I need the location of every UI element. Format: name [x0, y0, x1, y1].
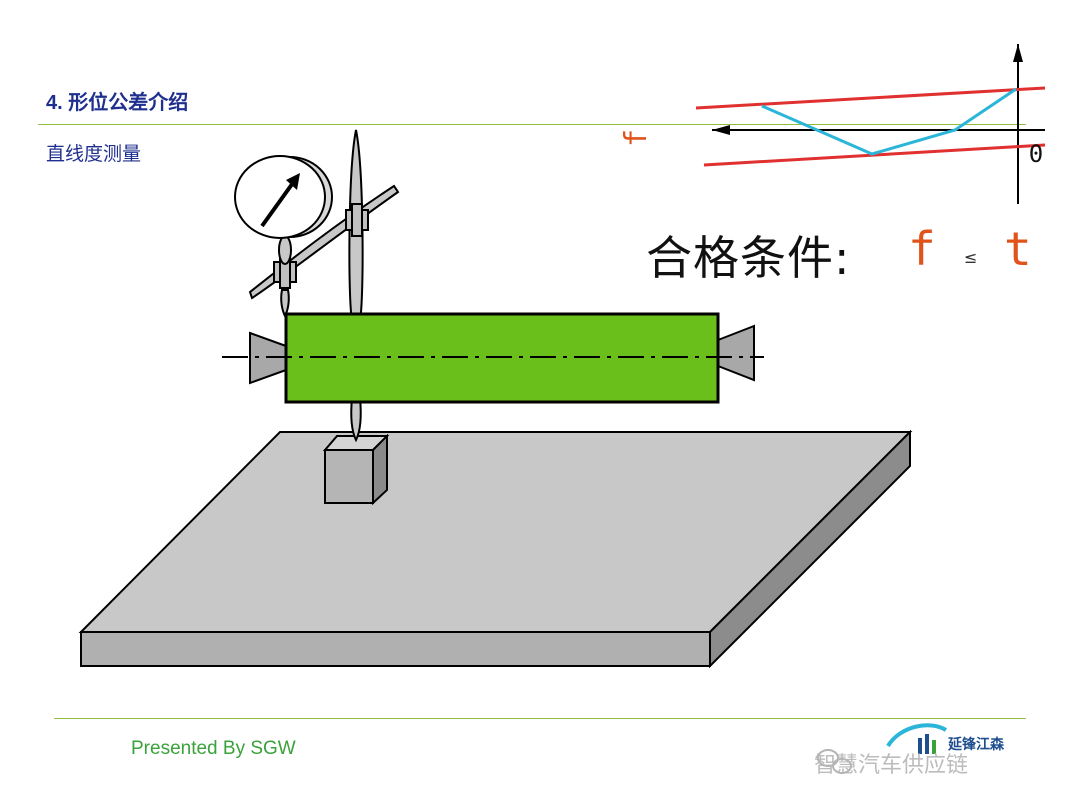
graph-f-label: f: [619, 129, 654, 147]
condition-relation: ≤: [964, 248, 978, 267]
shaft-workpiece: [284, 312, 720, 404]
slide-subtitle: 直线度测量: [46, 143, 142, 165]
pass-condition-label: 合格条件:: [646, 231, 851, 285]
company-logo-text: 延锋江森: [948, 737, 1004, 753]
condition-t: t: [1004, 222, 1032, 276]
company-logo-icon: [886, 723, 948, 754]
chat-icon: [817, 749, 852, 774]
measured-profile: [761, 87, 1017, 156]
presented-by-text: Presented By SGW: [131, 738, 296, 759]
footer-divider: [54, 718, 1026, 719]
watermark-text: 智慧汽车供应链: [814, 753, 969, 778]
right-center: [717, 324, 755, 382]
header-divider: [38, 124, 1026, 125]
lower-tolerance-line: [703, 143, 1046, 167]
condition-f: f: [908, 222, 936, 276]
upper-tolerance-line: [695, 86, 1046, 110]
graph-zero-label: 0: [1029, 140, 1043, 168]
straightness-graph: [695, 44, 1046, 204]
gauge-arm: [248, 184, 400, 319]
surface-plate: [78, 429, 913, 669]
dial-indicator: [234, 155, 333, 239]
slide-title: 4. 形位公差介绍: [46, 92, 189, 114]
gauge-base-block: [322, 433, 390, 506]
